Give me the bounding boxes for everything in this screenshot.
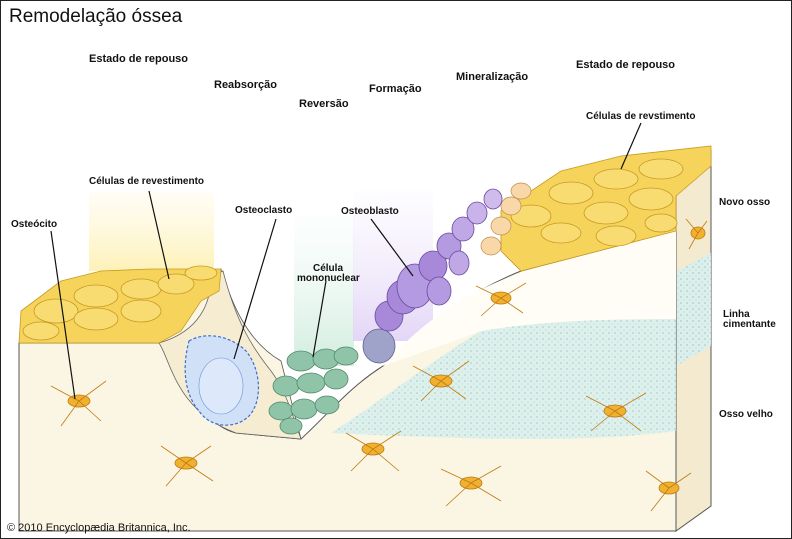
- label-lining-cells-right: Células de revstimento: [586, 111, 695, 122]
- label-osteocyte: Osteócito: [11, 219, 57, 230]
- label-lining-cells-left: Células de revestimento: [89, 176, 204, 187]
- stage-mineralization: Mineralização: [456, 71, 528, 83]
- label-osteoclast: Osteoclasto: [235, 205, 292, 216]
- stage-resorption: Reabsorção: [214, 79, 277, 91]
- copyright-notice: © 2010 Encyclopædia Britannica, Inc.: [7, 522, 191, 534]
- label-osteoblast: Osteoblasto: [341, 206, 399, 217]
- label-mononuclear-line2: mononuclear: [297, 273, 360, 284]
- label-old-bone: Osso velho: [719, 409, 773, 420]
- label-new-bone: Novo osso: [719, 197, 770, 208]
- leader-osteoclast: [234, 219, 276, 359]
- stage-formation: Formação: [369, 83, 422, 95]
- stage-rest-left: Estado de repouso: [89, 53, 188, 65]
- diagram-title: Remodelação óssea: [9, 6, 182, 28]
- label-cement-line-line2: cimentante: [723, 319, 776, 330]
- stage-rest-right: Estado de repouso: [576, 59, 675, 71]
- stage-reversal: Reversão: [299, 98, 349, 110]
